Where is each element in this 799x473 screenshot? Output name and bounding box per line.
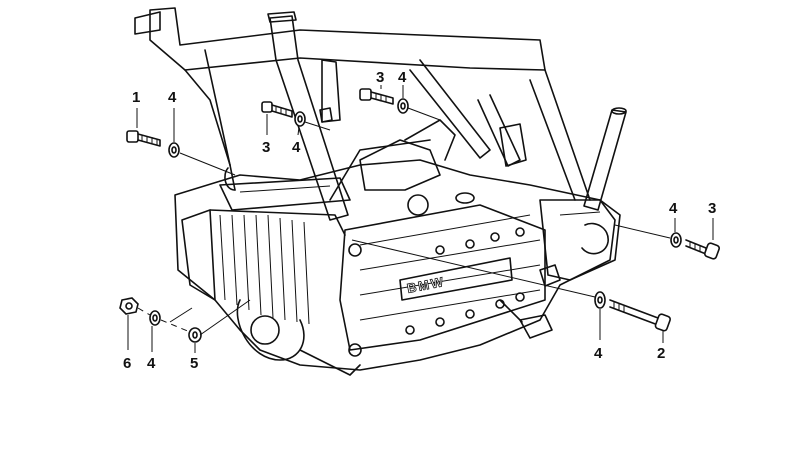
callout-1: 1: [132, 89, 140, 106]
bolt-3-top-center: [359, 85, 441, 121]
nut-6-washers-lower-left: [119, 297, 251, 353]
callout-4: 4: [292, 139, 301, 156]
callout-4: 4: [147, 355, 156, 372]
callout-4: 4: [168, 89, 177, 106]
callout-4: 4: [398, 69, 407, 86]
callout-2: 2: [657, 345, 665, 362]
bolt-3-upper-left: [261, 101, 331, 136]
engine-block: [174, 107, 621, 376]
callout-4: 4: [594, 345, 603, 362]
bolt-3-right: [614, 218, 720, 260]
callout-5: 5: [190, 355, 198, 372]
callout-labels: 1 4 3 4 3 4 4 3 4 2 6 4 5: [123, 69, 716, 372]
callout-6: 6: [123, 355, 131, 372]
callout-3: 3: [262, 139, 270, 156]
motorcycle-frame: [134, 7, 627, 221]
callout-3: 3: [708, 200, 716, 217]
callout-4: 4: [669, 200, 678, 217]
bolt-2-long: [351, 239, 671, 343]
bolt-1-top-left: [126, 108, 236, 176]
callout-3: 3: [376, 69, 384, 86]
